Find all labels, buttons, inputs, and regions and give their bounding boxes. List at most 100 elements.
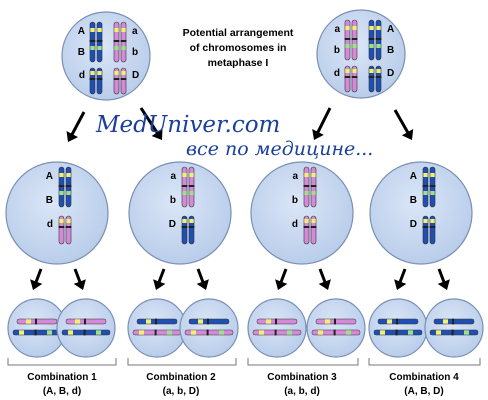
gene-label: b xyxy=(170,195,176,206)
chromosome-band xyxy=(167,330,172,335)
centromere xyxy=(207,318,209,325)
arrow-shape xyxy=(394,268,407,290)
centromere xyxy=(58,185,65,187)
chromosome-band xyxy=(97,28,102,32)
chromosome-band xyxy=(75,319,80,324)
arrow-shape xyxy=(66,111,86,142)
combination-4-genes: (A, B, D) xyxy=(404,386,443,397)
chromosome-short xyxy=(377,318,419,325)
chromosome-short xyxy=(256,318,298,325)
chromosome-band xyxy=(90,71,95,75)
chromosome-short xyxy=(188,318,230,325)
middle-cell-1-chromosomes: ABd xyxy=(46,166,72,245)
centromere xyxy=(89,78,96,80)
sister-chromatid xyxy=(375,65,382,93)
centromere xyxy=(451,329,454,336)
chromosome-band xyxy=(191,330,196,335)
chromosome-band xyxy=(318,330,323,335)
centromere xyxy=(310,226,317,228)
chromosome-long-right xyxy=(368,19,382,61)
sister-chromatid xyxy=(351,19,358,61)
gamete-cell-4-1-chromosomes xyxy=(373,318,423,336)
combination-2-genes: (a, b, D) xyxy=(163,386,200,397)
combination-2-label: Combination 2 xyxy=(146,372,216,383)
chromosome-short xyxy=(315,318,357,325)
chromosome-short-right xyxy=(113,67,127,95)
middle-cell-4-chromosomes: ABD xyxy=(410,166,436,245)
centromere xyxy=(34,329,37,336)
chromosome-long xyxy=(303,166,317,208)
arrow-shape xyxy=(312,107,332,140)
gene-label: A xyxy=(410,171,417,182)
centromere xyxy=(375,76,382,78)
gene-label: b xyxy=(334,45,340,56)
middle-cell-1 xyxy=(5,161,109,265)
chromosome-short xyxy=(181,215,195,245)
sister-chromatid xyxy=(113,67,120,95)
chromosome-band xyxy=(369,26,374,30)
arrow-shape xyxy=(139,107,163,140)
chromosome-band xyxy=(387,319,392,324)
chromosome-band xyxy=(345,69,350,73)
centromere xyxy=(303,185,310,187)
chromosome-long-left xyxy=(89,21,103,63)
centromere xyxy=(452,318,454,325)
arrow-shape xyxy=(393,109,414,140)
centromere xyxy=(368,38,375,40)
centromere xyxy=(334,318,336,325)
watermark-tagline: все по медицине... xyxy=(186,138,373,160)
arrow-shape xyxy=(275,268,288,290)
gamete-cell-4-2 xyxy=(424,298,484,358)
gamete-cell-2-1 xyxy=(127,298,187,358)
chromosome-band xyxy=(376,69,381,73)
arrow-shape xyxy=(153,268,166,290)
centromere xyxy=(113,78,120,80)
sister-chromatid xyxy=(368,65,375,93)
chromosome-long xyxy=(132,329,182,336)
gene-label: b xyxy=(292,195,298,206)
gene-label: d xyxy=(79,70,85,81)
sister-chromatid xyxy=(429,166,436,208)
gamete-cell-1-1-chromosomes xyxy=(12,318,62,336)
chromosome-band xyxy=(182,191,187,195)
gene-label: D xyxy=(132,70,139,81)
chromosome-band xyxy=(97,71,102,75)
centromere xyxy=(422,185,429,187)
sister-chromatid xyxy=(65,215,72,245)
centromere xyxy=(58,226,65,228)
sister-chromatid xyxy=(303,215,310,245)
arrow-shape xyxy=(196,268,209,290)
chromosome-band xyxy=(266,319,271,324)
sister-chromatid xyxy=(188,215,195,245)
chromosome-band xyxy=(352,44,357,48)
centromere xyxy=(96,40,103,42)
chromosome-band xyxy=(311,191,316,195)
middle-cell-2-chromosomes: abD xyxy=(169,166,195,245)
chromosome-band xyxy=(90,28,95,32)
chromosome-band xyxy=(114,28,119,32)
sister-chromatid xyxy=(96,21,103,63)
centromere xyxy=(344,76,351,78)
chromosome-long xyxy=(429,329,479,336)
gene-label: B xyxy=(387,45,394,56)
centromere xyxy=(375,38,382,40)
centromere xyxy=(344,38,351,40)
arrow-shape xyxy=(437,268,450,290)
gamete-cell-3-1 xyxy=(247,298,307,358)
arrow-top-right-to-cell-4 xyxy=(393,109,414,140)
chromosome-band xyxy=(304,191,309,195)
middle-cell-4 xyxy=(369,161,473,265)
chromosome-band xyxy=(114,46,119,50)
centromere xyxy=(65,185,72,187)
gene-label: a xyxy=(334,24,340,35)
chromosome-band xyxy=(189,191,194,195)
chromosome-short-right xyxy=(368,65,382,93)
sister-chromatid xyxy=(429,215,436,245)
chromosome-band xyxy=(376,44,381,48)
chromosome-band xyxy=(59,191,64,195)
sister-chromatid xyxy=(96,67,103,95)
chromosome-band xyxy=(380,330,385,335)
chromosome-band xyxy=(198,319,203,324)
